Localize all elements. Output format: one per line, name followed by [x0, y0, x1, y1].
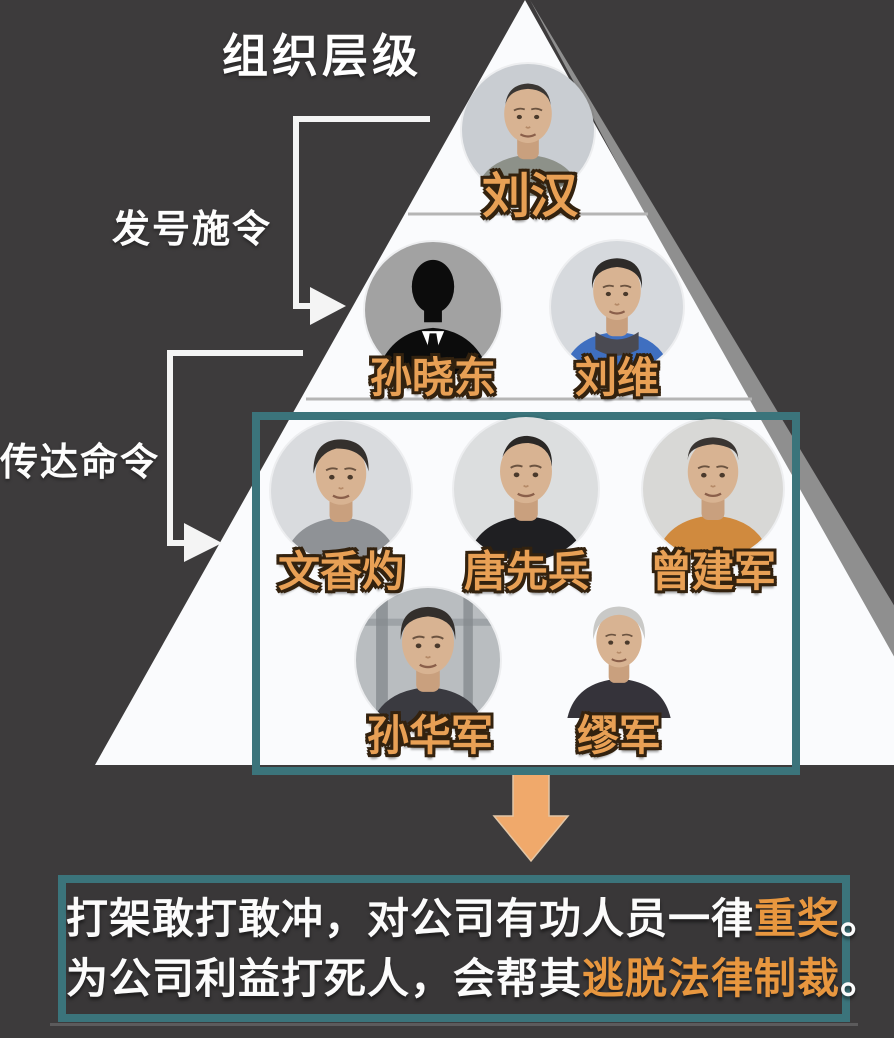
member-name-label: 缪军 — [576, 712, 662, 759]
member-name-label: 孙晓东 — [369, 354, 497, 401]
caption-segment-white: 。 — [840, 954, 884, 1002]
issue-orders-bracket — [293, 116, 430, 309]
caption-line: 打架敢打敢冲，对公司有功人员一律重奖。 — [66, 889, 882, 949]
avatar-portrait — [551, 241, 683, 373]
caption-segment-orange: 逃脱法律制裁 — [582, 954, 841, 1002]
caption-segment-orange: 重奖 — [754, 894, 841, 942]
avatar-portrait — [356, 588, 500, 732]
avatar-portrait — [556, 592, 682, 718]
pyramid-shape — [95, 0, 894, 765]
member-name-label: 曾建军 — [649, 548, 777, 595]
relay-orders-arrowhead-icon — [184, 523, 222, 562]
bottom-edge-strip — [50, 1023, 858, 1026]
lower-tier-group-box — [252, 412, 800, 775]
member-name-label: 刘维 — [574, 354, 660, 401]
caption-segment-white: 。 — [840, 894, 884, 942]
relay-orders-bracket — [167, 350, 303, 546]
member-name-label: 刘汉 — [481, 170, 579, 223]
avatar-portrait — [462, 64, 594, 196]
page-title: 组织层级 — [222, 30, 422, 82]
caption-segment-white: 为公司利益打死人，会帮其 — [66, 954, 583, 1002]
avatar-silhouette — [365, 242, 501, 378]
avatar-portrait — [454, 417, 598, 561]
member-name-label: 文香灼 — [277, 548, 405, 595]
member-name-label: 孙华军 — [366, 712, 494, 759]
avatar-portrait — [643, 419, 783, 559]
caption-line: 为公司利益打死人，会帮其逃脱法律制裁。 — [66, 949, 882, 1009]
down-arrow-icon — [492, 769, 570, 863]
label-relay-orders: 传达命令 — [0, 442, 161, 484]
issue-orders-arrowhead-icon — [310, 287, 346, 325]
caption-box: 打架敢打敢冲，对公司有功人员一律重奖。为公司利益打死人，会帮其逃脱法律制裁。 — [58, 875, 882, 1022]
caption-segment-white: 打架敢打敢冲，对公司有功人员一律 — [66, 894, 755, 942]
label-issue-orders: 发号施令 — [112, 209, 273, 251]
member-name-label: 唐先兵 — [463, 548, 591, 595]
avatar-portrait — [271, 421, 411, 561]
